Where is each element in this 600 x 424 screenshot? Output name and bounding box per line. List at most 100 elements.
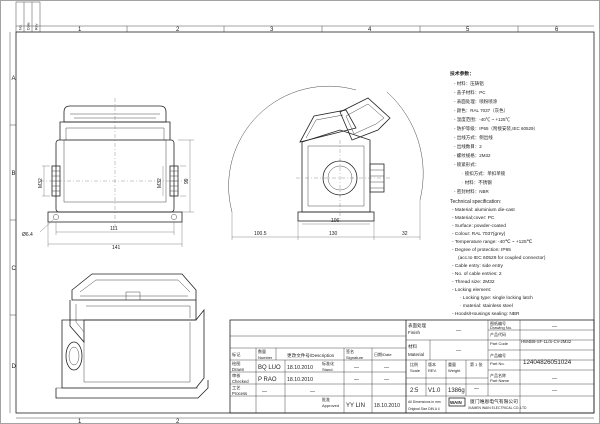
sheet-label-cn: 第 1 张 xyxy=(470,361,482,367)
note-dimensions: All Dimensions in mm xyxy=(408,400,441,404)
side-latch xyxy=(339,97,391,141)
side-swing-arc-right xyxy=(386,91,424,201)
spec-cn-line: - 防护等级：IP65（附接安装,IEC 60529） xyxy=(454,125,538,132)
version-label-en: REV. xyxy=(428,368,437,373)
dim-side-right: 32 xyxy=(402,231,408,237)
spec-cn-title: 技术参数： xyxy=(450,70,474,77)
spec-cn-line: - 锁紧形式： xyxy=(454,161,479,168)
col-label-4: 4 xyxy=(368,27,372,33)
marks-label-cn: 标记 xyxy=(232,351,241,358)
scale-value: 2:5 xyxy=(410,388,419,394)
dim-thread-left: M32 xyxy=(38,178,44,188)
weight-label-cn: 重量 xyxy=(448,361,456,367)
material-value: — xyxy=(456,348,461,354)
spec-cn-line: · 锁扣方式：单扣单锁 xyxy=(462,170,506,177)
note-original-size: Original Size DIN A 4 xyxy=(408,407,440,411)
dim-side-bottom: 130 xyxy=(329,231,338,237)
spec-cn-line: - 盖子材料：PC xyxy=(454,89,486,96)
spec-en-line: - Degree of protection: IP65 xyxy=(452,247,511,253)
signature-label-cn: 签名 xyxy=(346,348,354,354)
spec-en-line: · Locking type: single locking latch xyxy=(460,295,533,301)
spec-cn-line: - 颜色：RAL 7037（灰色） xyxy=(454,107,508,114)
drawn-label-cn: 绘图 xyxy=(232,360,240,367)
drawn-label-en: Drawn xyxy=(232,367,245,372)
side-base-flange xyxy=(297,211,375,222)
checked-extra-date: — xyxy=(384,377,389,383)
revision-rev-header: Rev xyxy=(35,23,39,30)
spec-en-line: - Surface: powder-coated xyxy=(452,223,506,229)
row-label-a: A xyxy=(12,76,16,82)
approved-date: 18.10.2010 xyxy=(374,403,400,409)
row-label-b: B xyxy=(12,171,16,177)
side-swing-arc xyxy=(228,86,357,213)
isometric-view xyxy=(55,273,209,399)
finish-label-en: Finish xyxy=(408,330,421,335)
col-label-2-bottom: 2 xyxy=(176,419,180,424)
spec-cn-line: - 螺纹规格：2M32 xyxy=(454,152,491,159)
checked-extra: — xyxy=(354,377,359,383)
process-date: — xyxy=(310,389,315,395)
side-housing-body xyxy=(301,129,371,213)
drawn-date: 18.10.2010 xyxy=(287,365,313,371)
part-name-label-en: Part Name xyxy=(490,378,510,383)
spec-cn-line: - 温度范围：-40℃ ~ +125℃ xyxy=(454,116,511,123)
col-label-1: 1 xyxy=(78,27,82,33)
spec-cn-line: · 材料：不锈钢 xyxy=(462,179,492,186)
date-label: 日期/Date xyxy=(374,351,392,357)
column-grid-top: 1 2 3 4 5 6 xyxy=(16,25,594,33)
right-empty-value: — xyxy=(552,388,557,394)
col-label-6: 6 xyxy=(555,27,559,33)
checked-by: P RAO xyxy=(258,377,277,383)
version-value: V1.0 xyxy=(428,388,441,394)
front-lid-top xyxy=(63,105,167,123)
stand-label-cn: 标准化 xyxy=(322,360,334,366)
front-view-dimensions: 141 111 99 M32 M32 Ø6.4 xyxy=(22,139,194,251)
revision-no-header: No. xyxy=(19,24,23,30)
dim-thread-right: M32 xyxy=(157,178,163,188)
col-label-5: 5 xyxy=(466,27,470,33)
drawing-no-label-en: Drawing No. xyxy=(490,325,512,330)
side-view xyxy=(228,86,424,222)
approved-label-cn: 批准 xyxy=(322,396,330,402)
part-name-label-cn: 产品名称 xyxy=(490,372,506,378)
spec-en-line: - Locking element: xyxy=(452,287,491,293)
checked-label-en: Checked xyxy=(232,379,249,384)
spec-cn-line: - 表面处理：喷粉喷涂 xyxy=(454,98,498,105)
row-label-c: C xyxy=(12,266,17,272)
spec-english: Technical specification: - Material: alu… xyxy=(450,199,546,317)
side-lid xyxy=(299,109,357,143)
weight-label-en: Weight xyxy=(448,368,461,373)
spec-en-line: - Material;cover: PC xyxy=(452,215,495,221)
spec-chinese: 技术参数： - 材料：压铸铝 - 盖子材料：PC - 表面处理：喷粉喷涂 - 颜… xyxy=(450,70,538,195)
front-mount-hole-left xyxy=(53,214,59,220)
weight-value: 1386g xyxy=(448,388,465,394)
dim-side-left: 100.5 xyxy=(254,231,267,237)
revision-box: No. Date Rev xyxy=(15,1,41,33)
material-label-en: Material xyxy=(408,352,424,357)
change-doc-label: 更改文件号/Description xyxy=(287,352,335,359)
spec-en-line: (acc.to IEC 60529 for coupled connector) xyxy=(458,255,546,261)
front-mount-hole-right xyxy=(171,214,177,220)
stand-label-en: Stand. xyxy=(322,367,334,372)
process-label-cn: 工艺 xyxy=(232,385,240,390)
spec-cn-line: - 密封材料：NBR xyxy=(454,188,489,195)
part-no-label-en: Part No. xyxy=(490,361,505,366)
spec-en-line: - Thread size: 2M32 xyxy=(452,279,495,285)
front-view xyxy=(40,98,190,230)
number-label-en: Number xyxy=(258,355,273,360)
part-code-label-cn: 产品代码 xyxy=(490,331,506,337)
material-label-cn: 材料 xyxy=(408,343,417,350)
iso-entry-inner xyxy=(68,346,80,366)
dim-side-mid: 106 xyxy=(331,218,340,224)
col-label-3: 3 xyxy=(270,27,274,33)
signature-label-en: Signature xyxy=(346,355,364,360)
finish-label-cn: 表面处理 xyxy=(408,322,426,329)
sheet-value: — xyxy=(474,386,479,392)
part-name-value: — xyxy=(552,376,557,382)
spec-en-line: - No. of cable entries: 2 xyxy=(452,271,502,277)
drawing-no-label-cn: 图纸编号 xyxy=(490,320,506,326)
iso-entry-outer xyxy=(65,341,83,371)
spec-en-line: - Material: aluminium die-cast xyxy=(452,207,515,213)
col-label-1-bottom: 1 xyxy=(78,419,82,424)
